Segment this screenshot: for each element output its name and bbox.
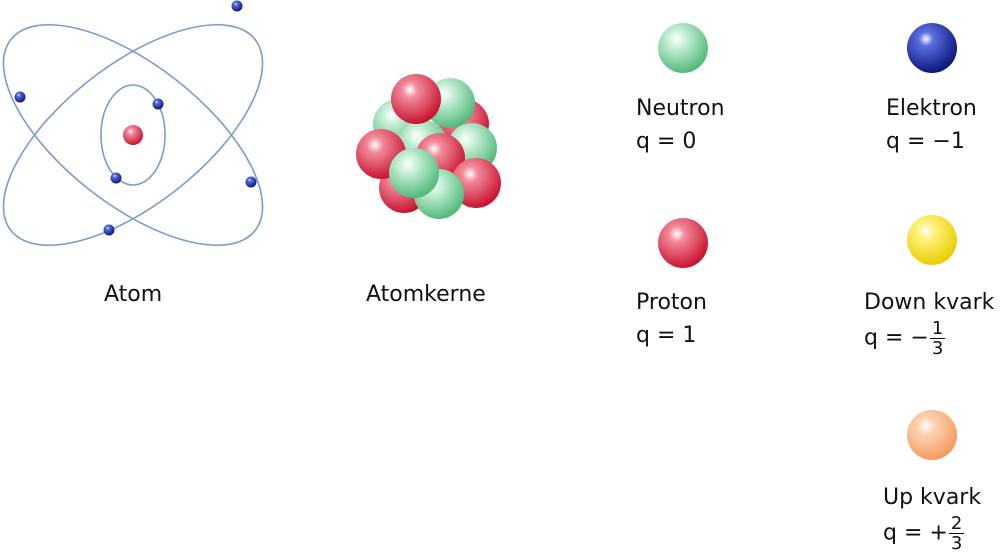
atom-label: Atom (104, 282, 163, 307)
neutron-ball (658, 23, 708, 73)
electron-name: Elektron (886, 96, 977, 121)
up-quark-denominator: 3 (950, 533, 963, 554)
proton-name: Proton (636, 290, 707, 315)
proton-charge: q = 1 (636, 323, 697, 348)
electron-dot (110, 172, 122, 184)
atom-illustration (2, 0, 264, 247)
electron-dot (245, 176, 257, 188)
down-quark-numerator: 1 (929, 318, 946, 339)
nucleus-label: Atomkerne (366, 282, 486, 307)
electron-charge: q = −1 (886, 129, 965, 154)
outer-orbit-2 (2, 23, 264, 247)
cluster-proton (391, 74, 441, 124)
nucleus-illustration (356, 74, 501, 219)
electron-dot (231, 0, 243, 12)
atom-nucleus (123, 125, 143, 145)
cluster-neutron (389, 148, 439, 198)
neutron-charge: q = 0 (636, 129, 697, 154)
electron-dot (152, 98, 164, 110)
up-quark-numerator: 2 (948, 513, 965, 534)
electron-dot (103, 224, 115, 236)
up-quark-ball (907, 410, 957, 460)
neutron-name: Neutron (636, 96, 725, 121)
up-quark-name: Up kvark (883, 485, 982, 510)
proton-ball (658, 218, 708, 268)
outer-orbit-1 (2, 23, 264, 247)
down-quark-name: Down kvark (864, 290, 995, 315)
inner-orbit (100, 84, 166, 186)
down-quark-denominator: 3 (931, 338, 944, 359)
down-quark-ball (907, 215, 957, 265)
electron-ball (907, 23, 957, 73)
electron-dot (14, 91, 26, 103)
down-quark-charge-prefix: q = − (864, 325, 929, 351)
up-quark-charge-prefix: q = + (883, 520, 948, 546)
